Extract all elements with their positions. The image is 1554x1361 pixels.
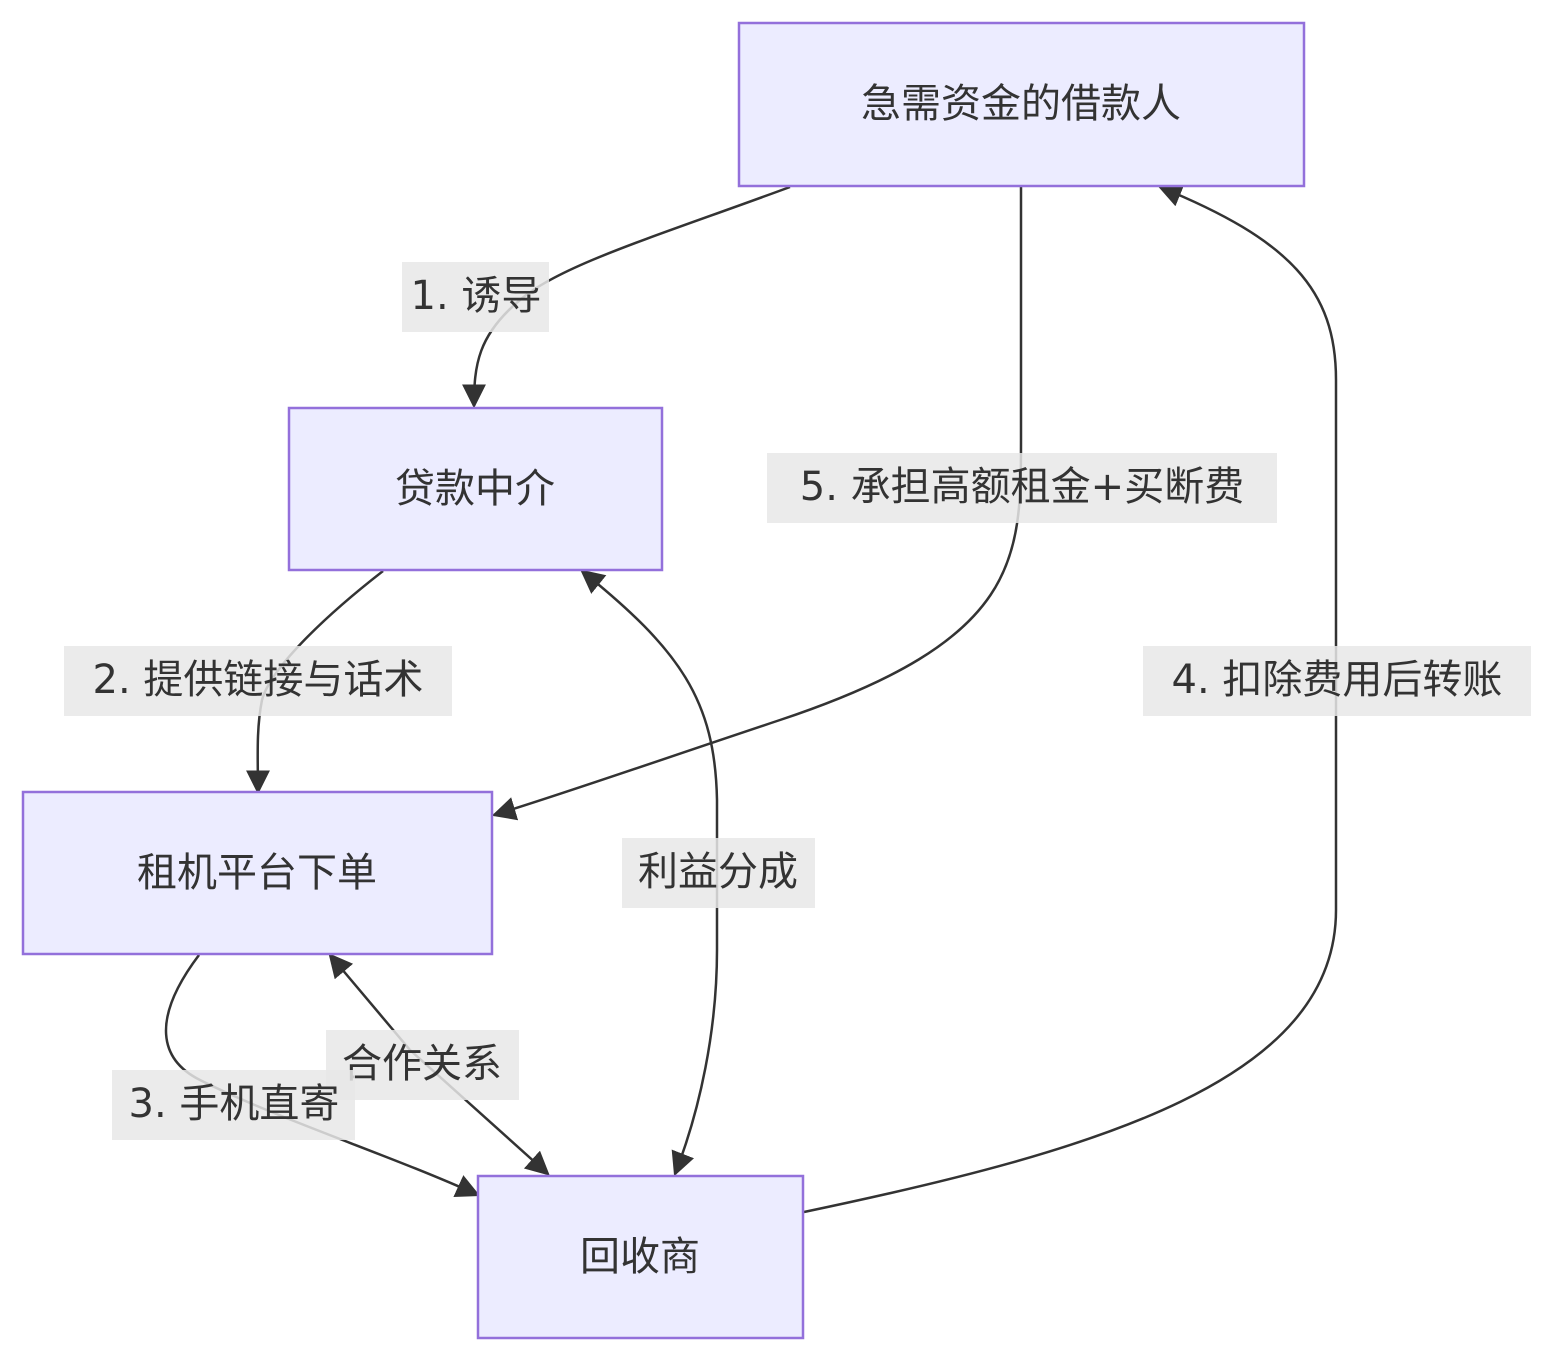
edge-label-transfer-text: 4. 扣除费用后转账 [1172, 657, 1503, 703]
node-agent-label: 贷款中介 [395, 466, 555, 512]
edge-label-provide-link-text: 2. 提供链接与话术 [93, 657, 424, 703]
node-recycler: 回收商 [476, 1174, 805, 1340]
node-borrower: 急需资金的借款人 [737, 21, 1306, 188]
node-platform: 租机平台下单 [21, 790, 494, 956]
edge-profit-share [580, 569, 719, 1177]
edge-bear-rent [491, 187, 1023, 821]
node-platform-label: 租机平台下单 [137, 850, 377, 896]
node-borrower-label: 急需资金的借款人 [861, 81, 1181, 127]
edge-label-bear-rent-text: 5. 承担高额租金+买断费 [800, 464, 1244, 510]
edge-label-induce-text: 1. 诱导 [411, 273, 542, 319]
edge-transfer [803, 184, 1338, 1214]
node-agent: 贷款中介 [287, 406, 664, 572]
node-recycler-label: 回收商 [580, 1234, 700, 1280]
edge-label-provide-link: 2. 提供链接与话术 [64, 646, 452, 716]
edge-label-cooperation: 合作关系 [326, 1030, 519, 1100]
edge-label-transfer: 4. 扣除费用后转账 [1143, 646, 1531, 716]
edge-label-induce: 1. 诱导 [402, 262, 549, 332]
edge-label-profit-share-text: 利益分成 [638, 849, 798, 895]
edge-labels: 1. 诱导 5. 承担高额租金+买断费 2. 提供链接与话术 4. 扣除费用后转… [64, 262, 1531, 1140]
edge-label-ship-phone: 3. 手机直寄 [112, 1070, 355, 1140]
edge-label-profit-share: 利益分成 [622, 838, 815, 908]
edge-label-ship-phone-text: 3. 手机直寄 [129, 1081, 340, 1127]
edge-label-bear-rent: 5. 承担高额租金+买断费 [767, 453, 1277, 523]
edge-label-cooperation-text: 合作关系 [342, 1041, 502, 1087]
nodes: 急需资金的借款人 贷款中介 租机平台下单 回收商 [21, 21, 1306, 1340]
